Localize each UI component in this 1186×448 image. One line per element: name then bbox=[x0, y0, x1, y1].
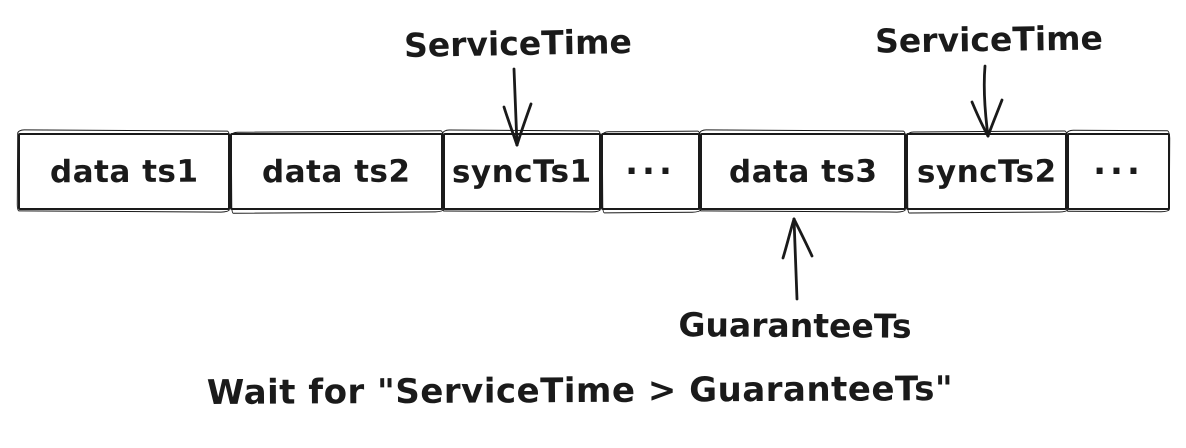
stream-box-label: data ts3 bbox=[728, 153, 878, 190]
caption: Wait for "ServiceTime > GuaranteeTs" bbox=[206, 369, 954, 413]
ellipsis-icon: ... bbox=[1093, 142, 1144, 183]
stream-box-ellipsis-1: ... bbox=[601, 133, 700, 210]
service-time-label-right: ServiceTime bbox=[874, 18, 1104, 61]
stream-box-sync-ts1: syncTs1 bbox=[443, 133, 601, 210]
stream-box-label: data ts2 bbox=[262, 153, 411, 190]
stream-box-label: syncTs1 bbox=[452, 153, 592, 190]
stream-box-data-ts2: data ts2 bbox=[230, 133, 443, 210]
service-time-label-left: ServiceTime bbox=[403, 21, 633, 65]
down-arrow-icon-service-time-right bbox=[970, 64, 1004, 138]
ellipsis-icon: ... bbox=[625, 142, 676, 183]
stream-box-data-ts3: data ts3 bbox=[700, 133, 906, 210]
up-arrow-icon-guarantee-ts bbox=[781, 217, 814, 301]
stream-box-ellipsis-2: ... bbox=[1067, 133, 1170, 210]
stream-box-label: data ts1 bbox=[49, 153, 199, 190]
stream-box-sync-ts2: syncTs2 bbox=[906, 133, 1067, 210]
stream-box-label: syncTs2 bbox=[916, 153, 1057, 190]
guarantee-ts-label: GuaranteeTs bbox=[678, 305, 912, 346]
stream-box-data-ts1: data ts1 bbox=[18, 133, 230, 210]
